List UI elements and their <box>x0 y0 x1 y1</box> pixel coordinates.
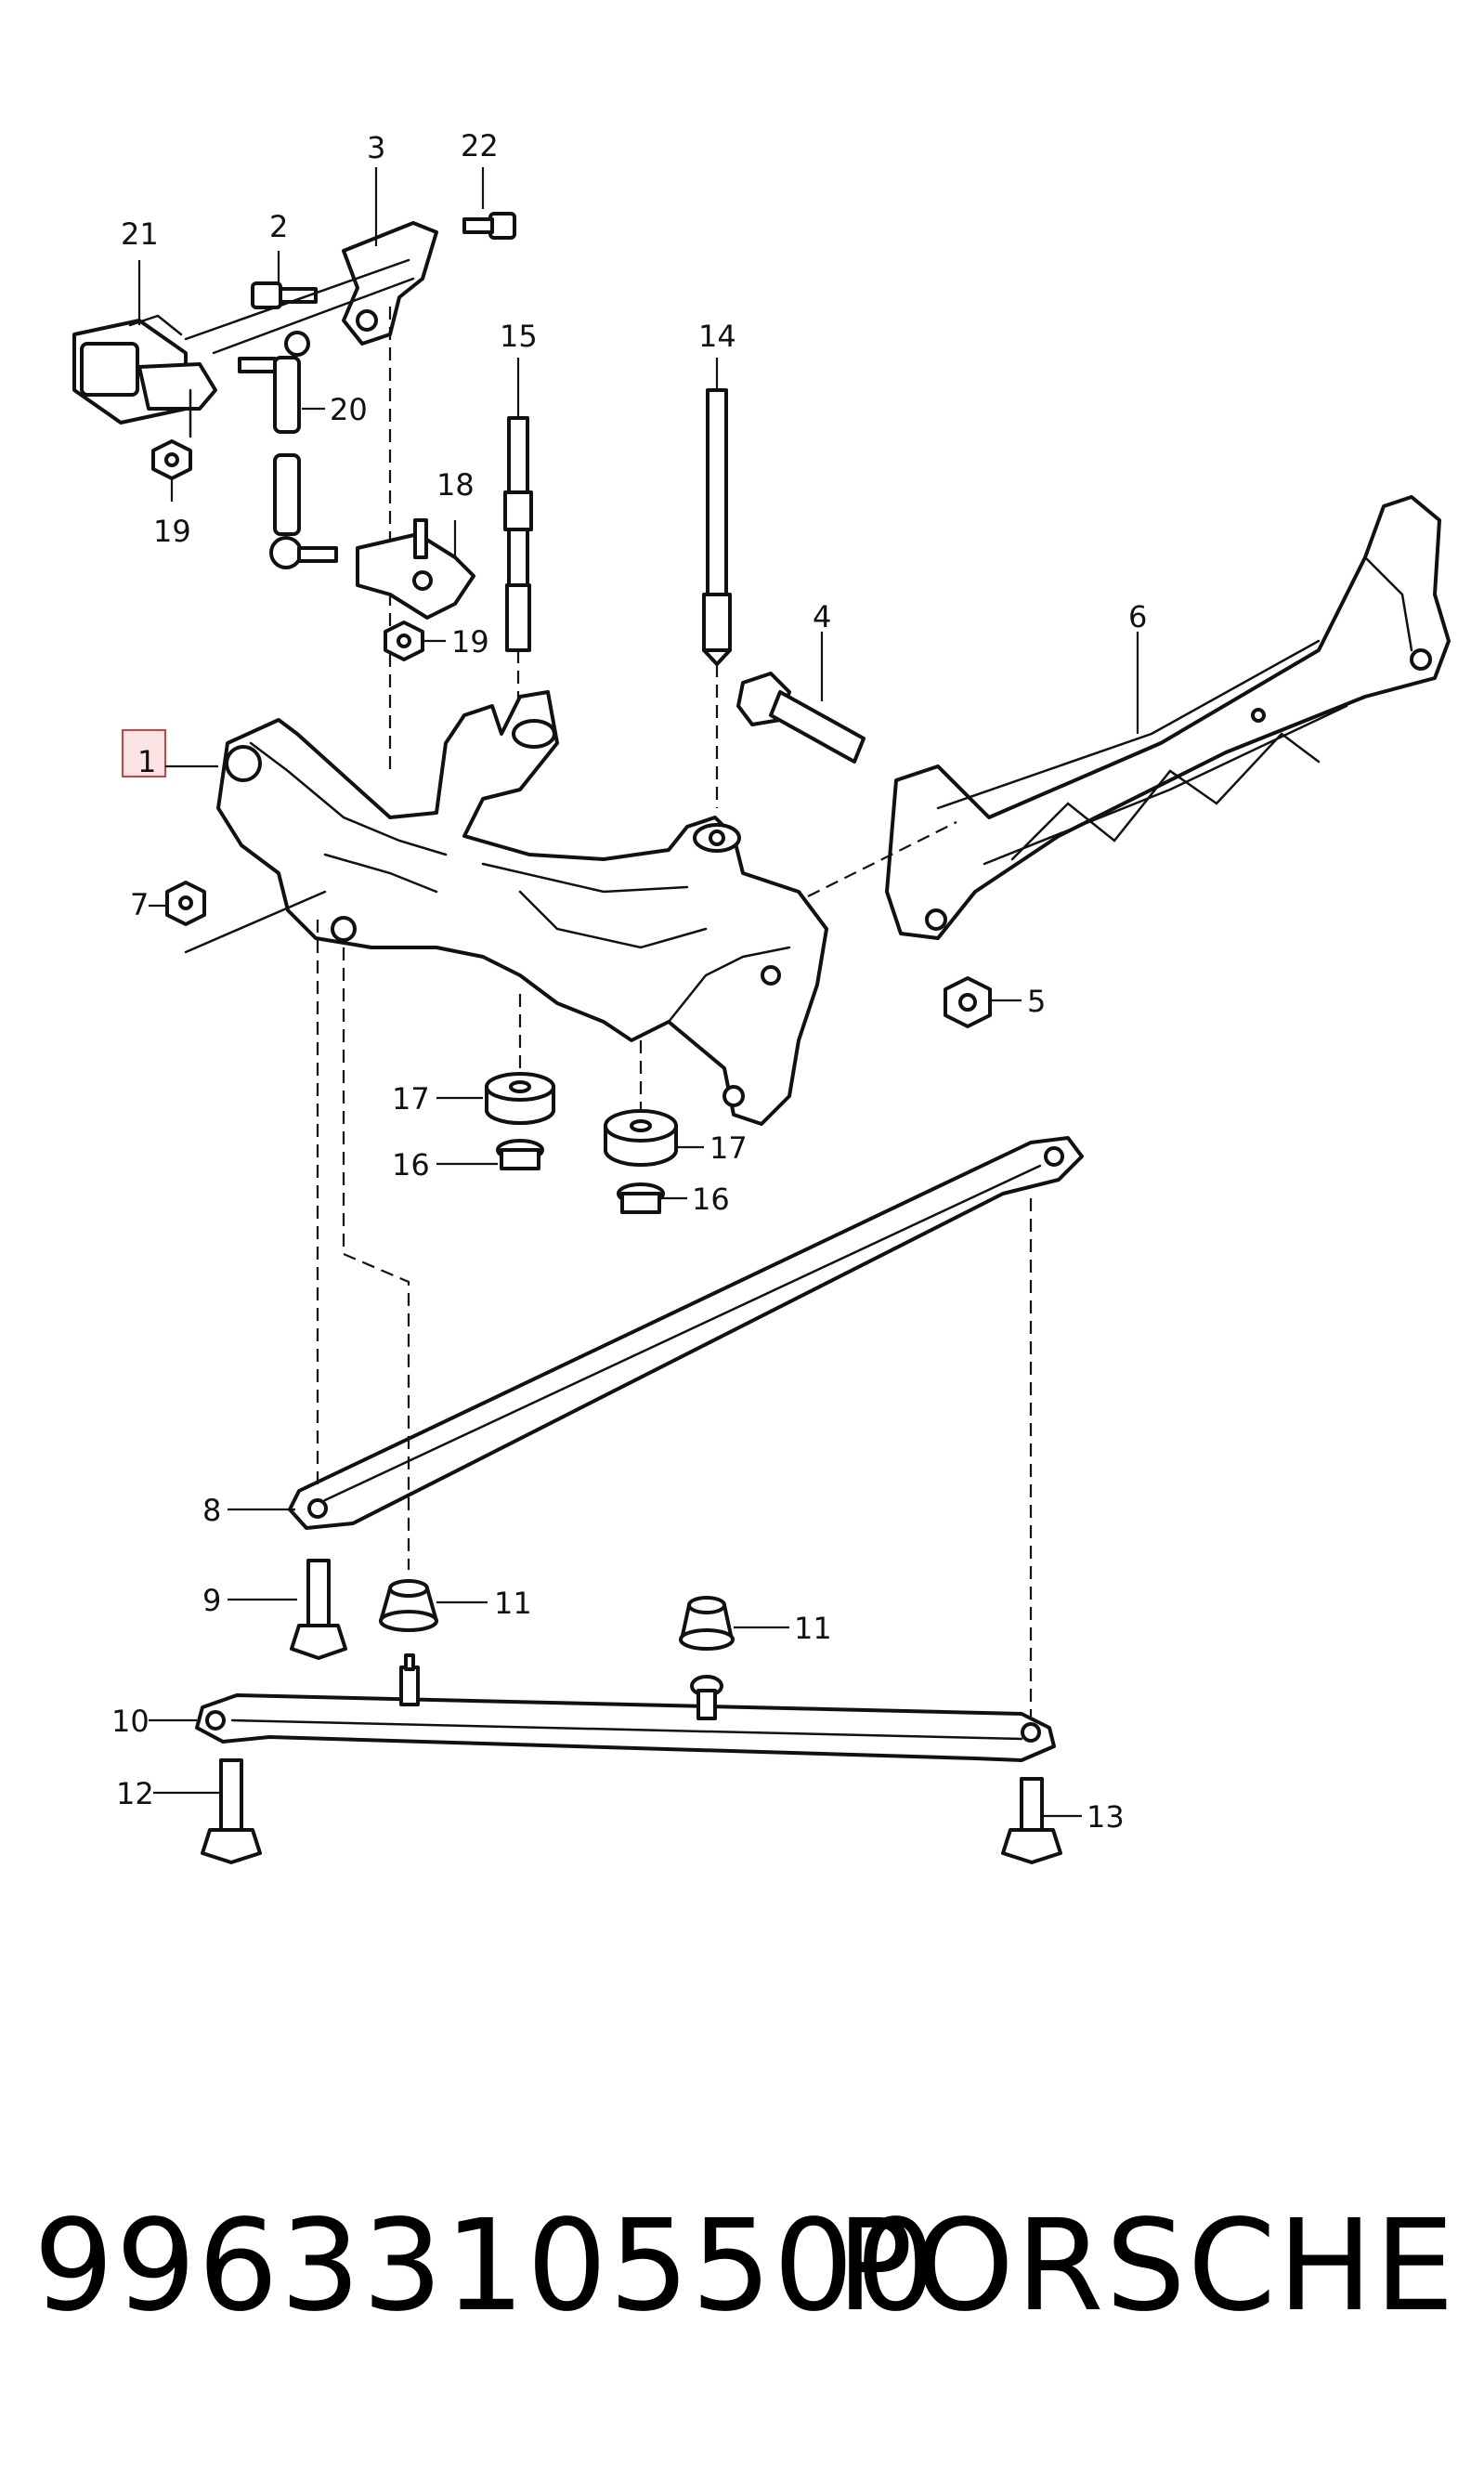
crossmember-6 <box>885 495 1451 940</box>
bushing-17-right <box>604 1109 678 1167</box>
callout-1: 1 <box>137 744 156 779</box>
nut-5 <box>944 976 992 1028</box>
callout-7: 7 <box>130 887 149 922</box>
nut-7 <box>165 881 206 926</box>
stud-15 <box>503 416 533 652</box>
callout-5: 5 <box>1027 984 1046 1019</box>
bolt-13 <box>1001 1777 1062 1864</box>
callout-3: 3 <box>367 130 385 165</box>
callout-2: 2 <box>269 209 288 244</box>
callout-15: 15 <box>500 319 538 354</box>
callout-16-right: 16 <box>692 1182 730 1217</box>
bushing-11-right <box>679 1596 735 1651</box>
callout-16-left: 16 <box>392 1147 430 1182</box>
callout-1-highlight <box>122 729 166 777</box>
callout-14: 14 <box>698 319 736 354</box>
brace-10 <box>195 1653 1056 1762</box>
part-number: 99633105500 <box>33 2193 938 2340</box>
nut-16-right <box>617 1182 665 1214</box>
guide-7 <box>184 890 327 954</box>
guide-11 <box>342 947 410 1570</box>
bolt-12 <box>201 1758 262 1864</box>
nut-16-left <box>496 1139 544 1170</box>
callout-8: 8 <box>202 1493 221 1528</box>
callout-17-right: 17 <box>709 1130 748 1166</box>
bolt-22 <box>462 212 516 240</box>
level-sensor-21 <box>72 314 217 425</box>
callout-13: 13 <box>1087 1799 1125 1835</box>
callout-18: 18 <box>436 467 475 503</box>
callout-22: 22 <box>461 128 499 163</box>
callout-11-right: 11 <box>794 1611 832 1646</box>
part-caption: 99633105500 PORSCHE <box>0 2183 1484 2350</box>
bolt-4 <box>736 672 866 764</box>
callout-19-lower: 19 <box>451 624 489 660</box>
callout-6: 6 <box>1128 599 1147 634</box>
stud-14 <box>702 388 732 666</box>
bushing-11-left <box>379 1579 438 1632</box>
nut-19-lower <box>384 620 424 661</box>
bracket-18 <box>356 518 475 620</box>
subframe-1 <box>216 690 828 1126</box>
callout-20: 20 <box>330 392 368 427</box>
link-rod-20 <box>238 331 338 569</box>
bolt-2 <box>251 281 318 309</box>
callout-9: 9 <box>202 1583 221 1618</box>
callout-4: 4 <box>813 599 831 634</box>
callout-21: 21 <box>121 216 159 252</box>
callout-10: 10 <box>111 1704 150 1739</box>
callout-12: 12 <box>116 1776 154 1811</box>
bracket-3 <box>184 221 438 355</box>
brand-name: PORSCHE <box>836 2193 1456 2340</box>
nut-19-upper <box>151 439 192 480</box>
callout-19-upper: 19 <box>153 514 191 549</box>
guide-6 <box>807 821 957 897</box>
bushing-17-left <box>485 1072 555 1125</box>
bolt-9 <box>290 1559 347 1660</box>
strut-8 <box>288 1136 1084 1530</box>
callout-11-left: 11 <box>494 1586 532 1621</box>
callout-17-left: 17 <box>392 1081 430 1117</box>
